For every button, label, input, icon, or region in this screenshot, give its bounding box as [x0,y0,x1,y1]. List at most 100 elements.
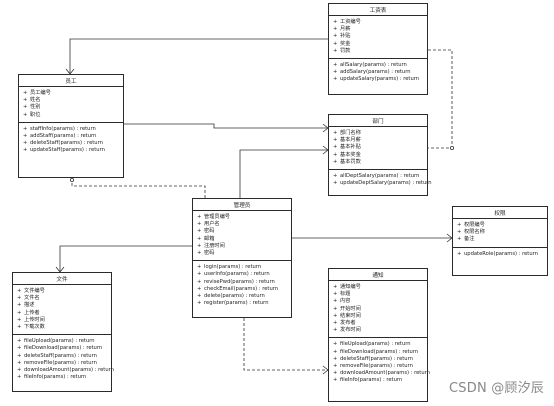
operation-row: +downloadAmount(params) : return [333,370,430,377]
visibility-marker: + [333,33,338,40]
operation-row: +deleteStaff(params) : return [333,356,427,363]
attribute-label: 注册时间 [204,242,225,249]
operation-row: +removeFile(params) : return [17,360,111,367]
attribute-list: +部门名称+基本月薪+基本补贴+基本奖金+基本罚款 [329,127,427,171]
operation-row: +removeFile(params) : return [333,363,427,370]
visibility-marker: + [333,312,338,319]
visibility-marker: + [17,352,22,359]
attribute-row: +基本罚款 [333,159,427,166]
attribute-label: 标题 [340,291,351,298]
operation-list: +fileUpload(params) : return+fileDownloa… [13,335,114,384]
watermark: CSDN @顾汐辰 [449,381,544,396]
operation-row: +revisePwd(params) : return [197,279,291,286]
visibility-marker: + [197,293,202,300]
attribute-label: 描述 [24,302,35,309]
attribute-label: 权限名称 [464,229,485,236]
attribute-row: +开始时间 [333,306,427,313]
class-admin[interactable]: 管理员 +管理员编号+用户名+密码+邮箱+注册时间+密码 +login(para… [192,198,292,318]
visibility-marker: + [333,151,338,158]
attribute-row: +奖金 [333,41,427,48]
visibility-marker: + [333,363,338,370]
attribute-label: 邮箱 [204,235,215,242]
attribute-label: 发布者 [340,320,356,327]
visibility-marker: + [197,285,202,292]
operation-label: addSalary(params) : return [340,69,411,76]
attribute-label: 上传者 [24,309,40,316]
operation-row: +allSalary(params) : return [333,62,427,69]
operation-label: downloadAmount(params) : return [24,367,114,374]
operation-label: updateRole(params) : return [464,250,538,257]
attribute-row: +职位 [23,112,123,119]
operation-list: +staffInfo(params) : return+addStaff(par… [19,123,123,158]
operation-row: +deleteStaff(params) : return [23,140,123,147]
class-department[interactable]: 部门 +部门名称+基本月薪+基本补贴+基本奖金+基本罚款 +allDeptSal… [328,114,432,196]
attribute-row: +姓名 [23,97,123,104]
operation-list: +login(params) : return+userInfo(params)… [193,261,291,310]
operation-label: checkEmail(params) : return [204,285,279,292]
operation-row: +updateStaff(params) : return [23,147,123,154]
operation-label: login(params) : return [204,264,262,271]
visibility-marker: + [197,250,202,257]
attribute-label: 管理员编号 [204,214,230,220]
attribute-label: 通知编号 [340,284,361,290]
visibility-marker: + [333,291,338,298]
assoc-admin-file [59,245,192,272]
attribute-label: 罚款 [340,47,351,54]
visibility-marker: + [23,97,28,104]
class-notice[interactable]: 通知 +通知编号+标题+内容+开始时间+结束时间+发布者+发布时间 +fileU… [328,268,430,402]
class-file[interactable]: 文件 +文件编号+文件名+描述+上传者+上传时间+下载次数 +fileUploa… [12,272,114,392]
visibility-marker: + [17,345,22,352]
operation-row: +updateDeptSalary(params) : return [333,180,432,187]
visibility-marker: + [23,140,28,147]
attribute-row: +下载次数 [17,324,111,331]
class-permission[interactable]: 权限 +权限编号+权限名称+备注 +updateRole(params) : r… [452,206,548,276]
visibility-marker: + [333,180,338,187]
attribute-label: 性别 [30,104,41,111]
operation-label: userInfo(params) : return [204,271,270,278]
attribute-label: 基本奖金 [340,151,361,158]
visibility-marker: + [17,338,22,345]
attribute-row: +部门名称 [333,130,427,137]
attribute-row: +补贴 [333,33,427,40]
visibility-marker: + [17,374,22,381]
class-title: 部门 [329,115,427,127]
operation-row: +delete(params) : return [197,293,291,300]
attribute-row: +密码 [197,250,291,257]
attribute-label: 密码 [204,250,215,257]
operation-row: +checkEmail(params) : return [197,286,291,293]
operation-row: +addSalary(params) : return [333,69,427,76]
attribute-label: 基本月薪 [340,137,361,144]
attribute-label: 密码 [204,228,215,235]
class-title: 通知 [329,269,427,281]
visibility-marker: + [333,76,338,83]
class-employee[interactable]: 员工 +员工编号+姓名+性别+职位 +staffInfo(params) : r… [18,74,124,178]
operation-label: removeFile(params) : return [24,359,97,366]
attribute-row: +管理员编号 [197,214,291,221]
attribute-row: +用户名 [197,221,291,228]
visibility-marker: + [197,214,202,220]
attribute-row: +上传者 [17,310,111,317]
attribute-label: 基本罚款 [340,158,361,165]
operation-row: +fileUpload(params) : return [333,341,427,348]
attribute-label: 结束时间 [340,312,361,319]
visibility-marker: + [457,229,462,236]
attribute-row: +工资编号 [333,19,427,26]
attribute-list: +通知编号+标题+内容+开始时间+结束时间+发布者+发布时间 [329,281,427,339]
visibility-marker: + [333,158,338,165]
attribute-row: +备注 [457,236,547,243]
attribute-label: 发布时间 [340,327,361,334]
class-salary[interactable]: 工资表 +工资编号+月薪+补贴+奖金+罚款 +allSalary(params)… [328,3,428,95]
visibility-marker: + [333,69,338,76]
visibility-marker: + [333,298,338,305]
operation-label: allDeptSalary(params) : return [340,173,420,180]
attribute-row: +发布者 [333,320,427,327]
visibility-marker: + [333,370,338,377]
attribute-row: +员工编号 [23,90,123,97]
visibility-marker: + [333,284,338,290]
visibility-marker: + [17,288,22,294]
operation-label: downloadAmount(params) : return [340,370,430,377]
class-title: 管理员 [193,199,291,211]
class-title: 权限 [453,207,547,219]
visibility-marker: + [17,359,22,366]
attribute-label: 上传时间 [24,316,45,323]
